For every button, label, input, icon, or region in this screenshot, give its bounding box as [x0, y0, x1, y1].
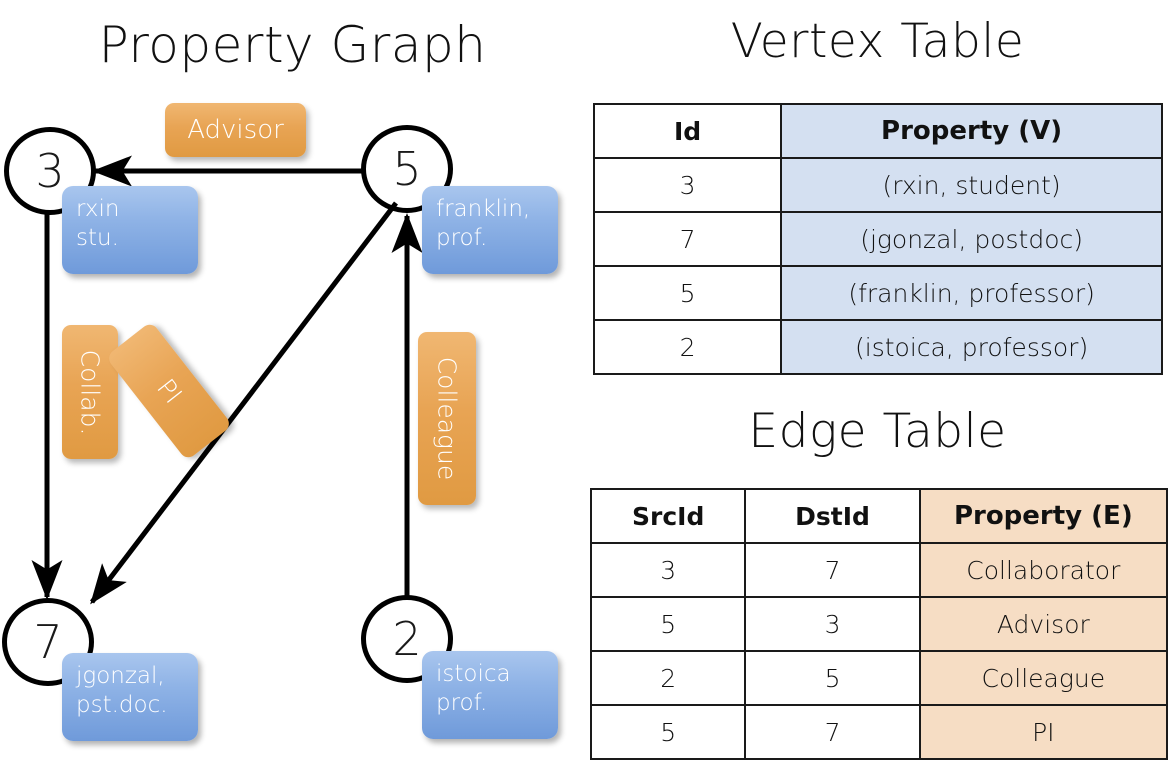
edge-5-to-7-pi — [90, 201, 398, 605]
edge-label-advisor-text: Advisor — [187, 115, 284, 145]
vertex-cell-property: (istoica, professor) — [780, 319, 1163, 375]
graph-node-3: 3 — [4, 127, 96, 215]
node-property-3-line1: rxin — [76, 196, 120, 222]
edge-cell-dstid: 7 — [744, 542, 921, 598]
edge-label-collab: Collab. — [62, 325, 118, 459]
edge-table-header-srcid: SrcId — [589, 488, 747, 544]
vertex-table-header-id: Id — [592, 103, 783, 159]
graph-node-2: 2 — [361, 595, 453, 683]
table-row: 7 (jgonzal, postdoc) — [592, 211, 1163, 267]
node-property-7-line1: jgonzal, — [76, 663, 165, 689]
node-property-box-5: franklin, prof. — [422, 186, 558, 274]
vertex-cell-id: 3 — [592, 157, 783, 213]
vertex-cell-id: 5 — [592, 265, 783, 321]
edge-cell-dstid: 3 — [744, 596, 921, 652]
edge-cell-property: PI — [918, 704, 1169, 760]
edge-cell-property: Collaborator — [918, 542, 1169, 598]
vertex-cell-property: (jgonzal, postdoc) — [780, 211, 1163, 267]
vertex-cell-id: 7 — [592, 211, 783, 267]
edge-label-colleague-text: Colleague — [432, 356, 462, 481]
edge-cell-dstid: 5 — [744, 650, 921, 706]
node-property-5-line1: franklin, — [436, 196, 531, 222]
edge-cell-dstid: 7 — [744, 704, 921, 760]
edge-table-header-property: Property (E) — [918, 488, 1169, 544]
edge-label-colleague: Colleague — [418, 332, 476, 505]
edge-label-advisor: Advisor — [165, 103, 306, 157]
page-title-edge-table: Edge Table — [748, 404, 1007, 459]
table-row: 3 7 Collaborator — [589, 542, 1169, 598]
edge-cell-srcid: 2 — [589, 650, 747, 706]
vertex-cell-property: (franklin, professor) — [780, 265, 1163, 321]
vertex-table: Id Property (V) 3 (rxin, student) 7 (jgo… — [592, 103, 1163, 375]
node-property-3-line2: stu. — [76, 225, 119, 252]
edge-cell-srcid: 5 — [589, 704, 747, 760]
node-property-2-line1: istoica — [436, 661, 511, 687]
page-title-vertex-table: Vertex Table — [730, 14, 1025, 69]
node-property-box-3: rxin stu. — [62, 186, 198, 274]
node-property-box-7: jgonzal, pst.doc. — [62, 653, 198, 741]
graph-node-7: 7 — [2, 598, 94, 686]
edge-cell-property: Colleague — [918, 650, 1169, 706]
vertex-cell-property: (rxin, student) — [780, 157, 1163, 213]
node-property-5-line2: prof. — [436, 225, 488, 252]
table-row: 3 (rxin, student) — [592, 157, 1163, 213]
edge-cell-srcid: 5 — [589, 596, 747, 652]
edge-label-collab-text: Collab. — [75, 349, 105, 435]
table-row: 5 3 Advisor — [589, 596, 1169, 652]
node-property-box-2: istoica prof. — [422, 651, 558, 739]
graph-edges-layer — [31, 155, 423, 605]
node-property-2-line2: prof. — [436, 690, 488, 717]
graph-node-5: 5 — [361, 125, 453, 213]
edge-cell-property: Advisor — [918, 596, 1169, 652]
table-row: 2 5 Colleague — [589, 650, 1169, 706]
table-row: 5 (franklin, professor) — [592, 265, 1163, 321]
edge-table: SrcId DstId Property (E) 3 7 Collaborato… — [589, 488, 1169, 760]
table-row: 2 (istoica, professor) — [592, 319, 1163, 375]
page-title-property-graph: Property Graph — [98, 16, 487, 74]
vertex-cell-id: 2 — [592, 319, 783, 375]
vertex-table-header-property: Property (V) — [780, 103, 1163, 159]
vertex-table-header-row: Id Property (V) — [592, 103, 1163, 159]
edge-table-header-row: SrcId DstId Property (E) — [589, 488, 1169, 544]
edge-label-pi-text: PI — [150, 373, 188, 409]
edge-table-header-dstid: DstId — [744, 488, 921, 544]
table-row: 5 7 PI — [589, 704, 1169, 760]
node-property-7-line2: pst.doc. — [76, 692, 168, 719]
edge-cell-srcid: 3 — [589, 542, 747, 598]
